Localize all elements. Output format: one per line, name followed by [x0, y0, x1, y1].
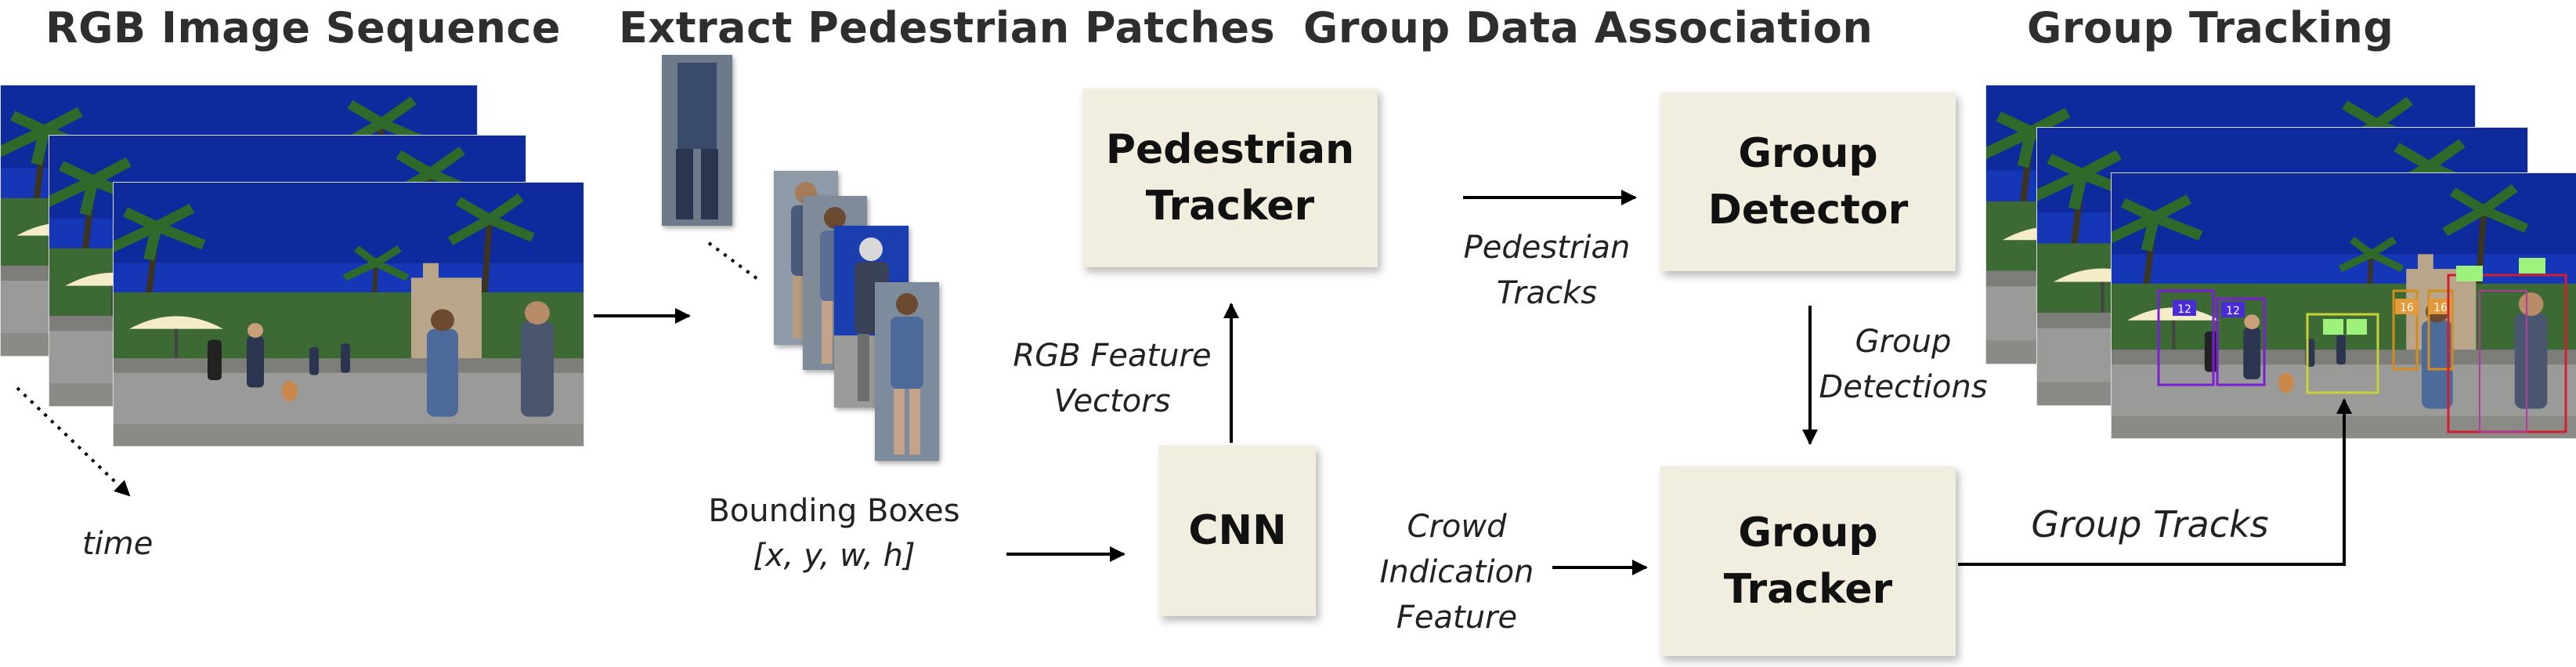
time-label: time: [82, 526, 154, 562]
pedestrian-tracks-label: Pedestrian Tracks: [1463, 230, 1631, 311]
cnn-box: CNN: [1159, 445, 1316, 616]
pedestrian-tracker-box: Pedestrian Tracker: [1082, 89, 1378, 267]
track-id-badge: [2173, 300, 2196, 316]
track-id-label: 12: [2226, 305, 2240, 317]
track-id-label: 16: [2400, 302, 2414, 314]
group-detector-label: Group Detector: [1707, 130, 1909, 234]
crowd-indication-feature-label: Crowd Indication Feature: [1379, 509, 1534, 636]
bbox-format-label: [x, y, w, h]: [753, 538, 916, 574]
header-extract-pedestrian-patches: Extract Pedestrian Patches: [619, 3, 1276, 53]
header-group-tracking: Group Tracking: [2027, 3, 2394, 53]
arrow-group-tracks-output: [1958, 398, 2352, 566]
cnn-label: CNN: [1188, 507, 1287, 554]
group-tracks-label: Group Tracks: [2031, 503, 2269, 546]
header-rgb-image-sequence: RGB Image Sequence: [45, 3, 562, 53]
header-group-data-association: Group Data Association: [1303, 3, 1873, 53]
patch-dotted-connector: [707, 241, 761, 282]
rgb-feature-vectors-label: RGB Feature Vectors: [1013, 338, 1212, 419]
bounding-boxes-label: Bounding Boxes: [708, 493, 960, 529]
rgb-frame-3: [113, 182, 584, 447]
group-detections-label: Group Detections: [1819, 324, 1988, 405]
group-detector-box: Group Detector: [1660, 92, 1956, 271]
pedestrian-patch-4: [875, 282, 939, 461]
group-tracker-label: Group Tracker: [1723, 509, 1893, 613]
group-tracker-box: Group Tracker: [1660, 466, 1956, 656]
pedestrian-patch-top: [662, 55, 732, 226]
time-arrow: [16, 386, 131, 497]
pedestrian-tracker-label: Pedestrian Tracker: [1105, 126, 1355, 230]
track-id-label: 12: [2177, 303, 2191, 316]
track-id-label: 16: [2433, 302, 2448, 314]
